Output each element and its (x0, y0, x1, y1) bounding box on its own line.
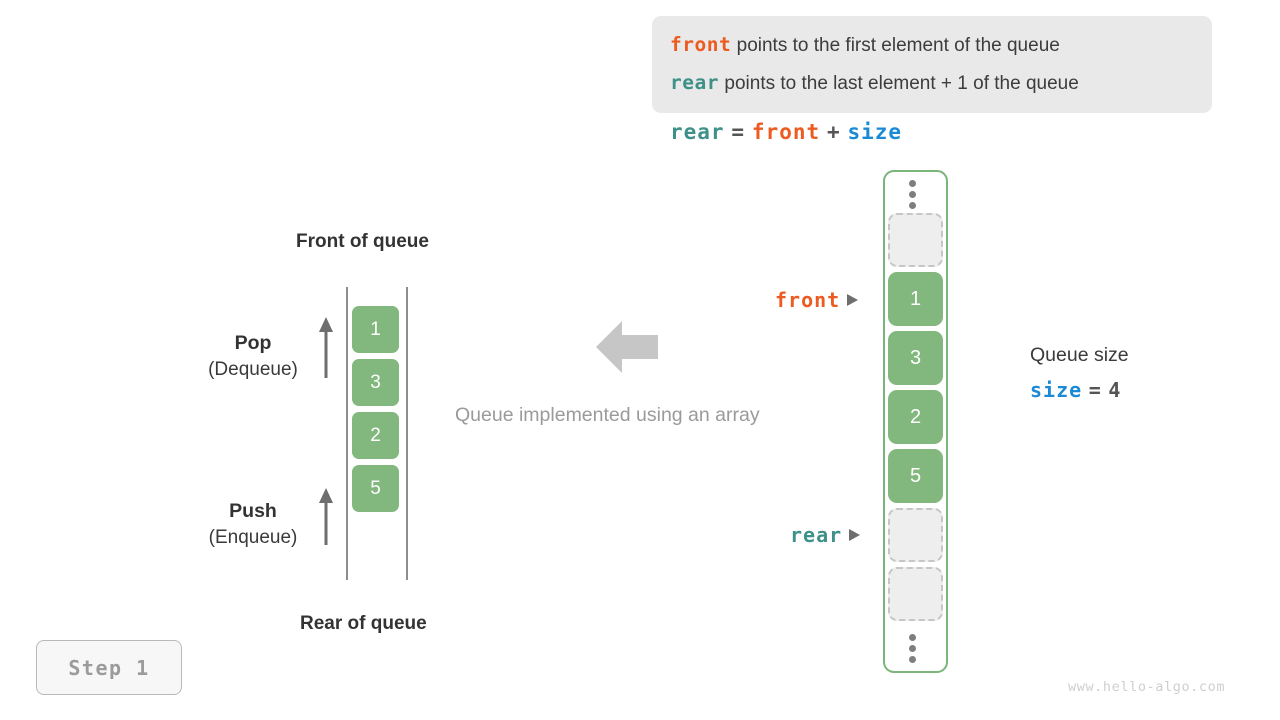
pop-operation-label: Pop (Dequeue) (186, 332, 320, 381)
info-line-rear: rear points to the last element + 1 of t… (670, 64, 1194, 102)
watermark: www.hello-algo.com (1068, 679, 1226, 695)
front-pointer-text: front (775, 288, 841, 312)
info-line-front: front points to the first element of the… (670, 26, 1194, 64)
step-badge: Step 1 (36, 640, 182, 695)
pointer-arrow-icon (847, 294, 859, 306)
push-title: Push (229, 500, 277, 522)
size-variable: size (1030, 378, 1083, 402)
vertical-ellipsis-icon (908, 180, 916, 209)
rear-keyword: rear (670, 71, 719, 94)
queue-size-panel: Queue size size = 4 (1030, 344, 1129, 403)
front-pointer-label: front (775, 288, 859, 312)
queue-cell: 5 (352, 465, 399, 512)
info-callout-box: front points to the first element of the… (652, 16, 1212, 113)
push-up-arrow-icon (316, 487, 336, 547)
array-cell-empty (888, 508, 943, 562)
left-block-arrow-icon (596, 320, 658, 379)
array-cell-filled: 1 (888, 272, 943, 326)
array-implementation-caption: Queue implemented using an array (455, 404, 760, 426)
array-cell-empty (888, 213, 943, 267)
queue-cell: 2 (352, 412, 399, 459)
vertical-ellipsis-icon (908, 634, 916, 663)
rear-of-queue-label: Rear of queue (300, 613, 427, 634)
formula-front: front (751, 120, 821, 144)
pop-subtitle: (Dequeue) (208, 359, 298, 380)
push-subtitle: (Enqueue) (208, 527, 298, 548)
formula-equals: = (731, 120, 746, 144)
queue-size-expression: size = 4 (1030, 378, 1129, 403)
front-keyword: front (670, 33, 732, 56)
pop-title: Pop (234, 332, 272, 354)
queue-size-title: Queue size (1030, 344, 1129, 366)
rear-description: points to the last element + 1 of the qu… (724, 73, 1079, 94)
queue-cell: 3 (352, 359, 399, 406)
formula-plus: + (826, 120, 841, 144)
queue-rail-left (346, 287, 348, 580)
array-cell-filled: 3 (888, 331, 943, 385)
size-equals: = (1088, 378, 1102, 402)
array-cell-filled: 5 (888, 449, 943, 503)
rear-pointer-label: rear (790, 523, 861, 547)
push-operation-label: Push (Enqueue) (186, 500, 320, 549)
rear-pointer-text: rear (790, 523, 843, 547)
size-value: 4 (1108, 378, 1122, 402)
pointer-arrow-icon (849, 529, 861, 541)
queue-cell: 1 (352, 306, 399, 353)
queue-rail-right (406, 287, 408, 580)
formula-size: size (847, 120, 903, 144)
array-cell-empty (888, 567, 943, 621)
front-of-queue-label: Front of queue (296, 231, 429, 252)
front-description: points to the first element of the queue (736, 35, 1060, 56)
formula-rear: rear (670, 120, 725, 144)
pop-up-arrow-icon (316, 316, 336, 380)
formula-rear-equals-front-plus-size: rear = front + size (670, 120, 902, 145)
array-cell-filled: 2 (888, 390, 943, 444)
